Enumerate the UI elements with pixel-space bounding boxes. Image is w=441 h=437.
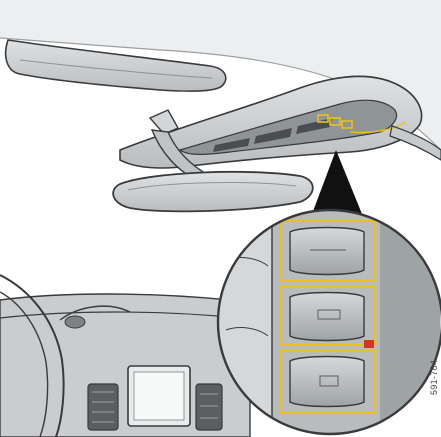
upper-switch-button xyxy=(280,221,374,281)
dashboard xyxy=(0,275,250,437)
figure-code: 591-784 xyxy=(429,349,439,395)
red-indicator-icon xyxy=(364,340,374,348)
rearview-mirror xyxy=(113,172,313,212)
pointer-triangle-icon xyxy=(312,150,362,214)
middle-switch-button xyxy=(280,287,374,345)
lower-switch-button xyxy=(280,340,374,413)
